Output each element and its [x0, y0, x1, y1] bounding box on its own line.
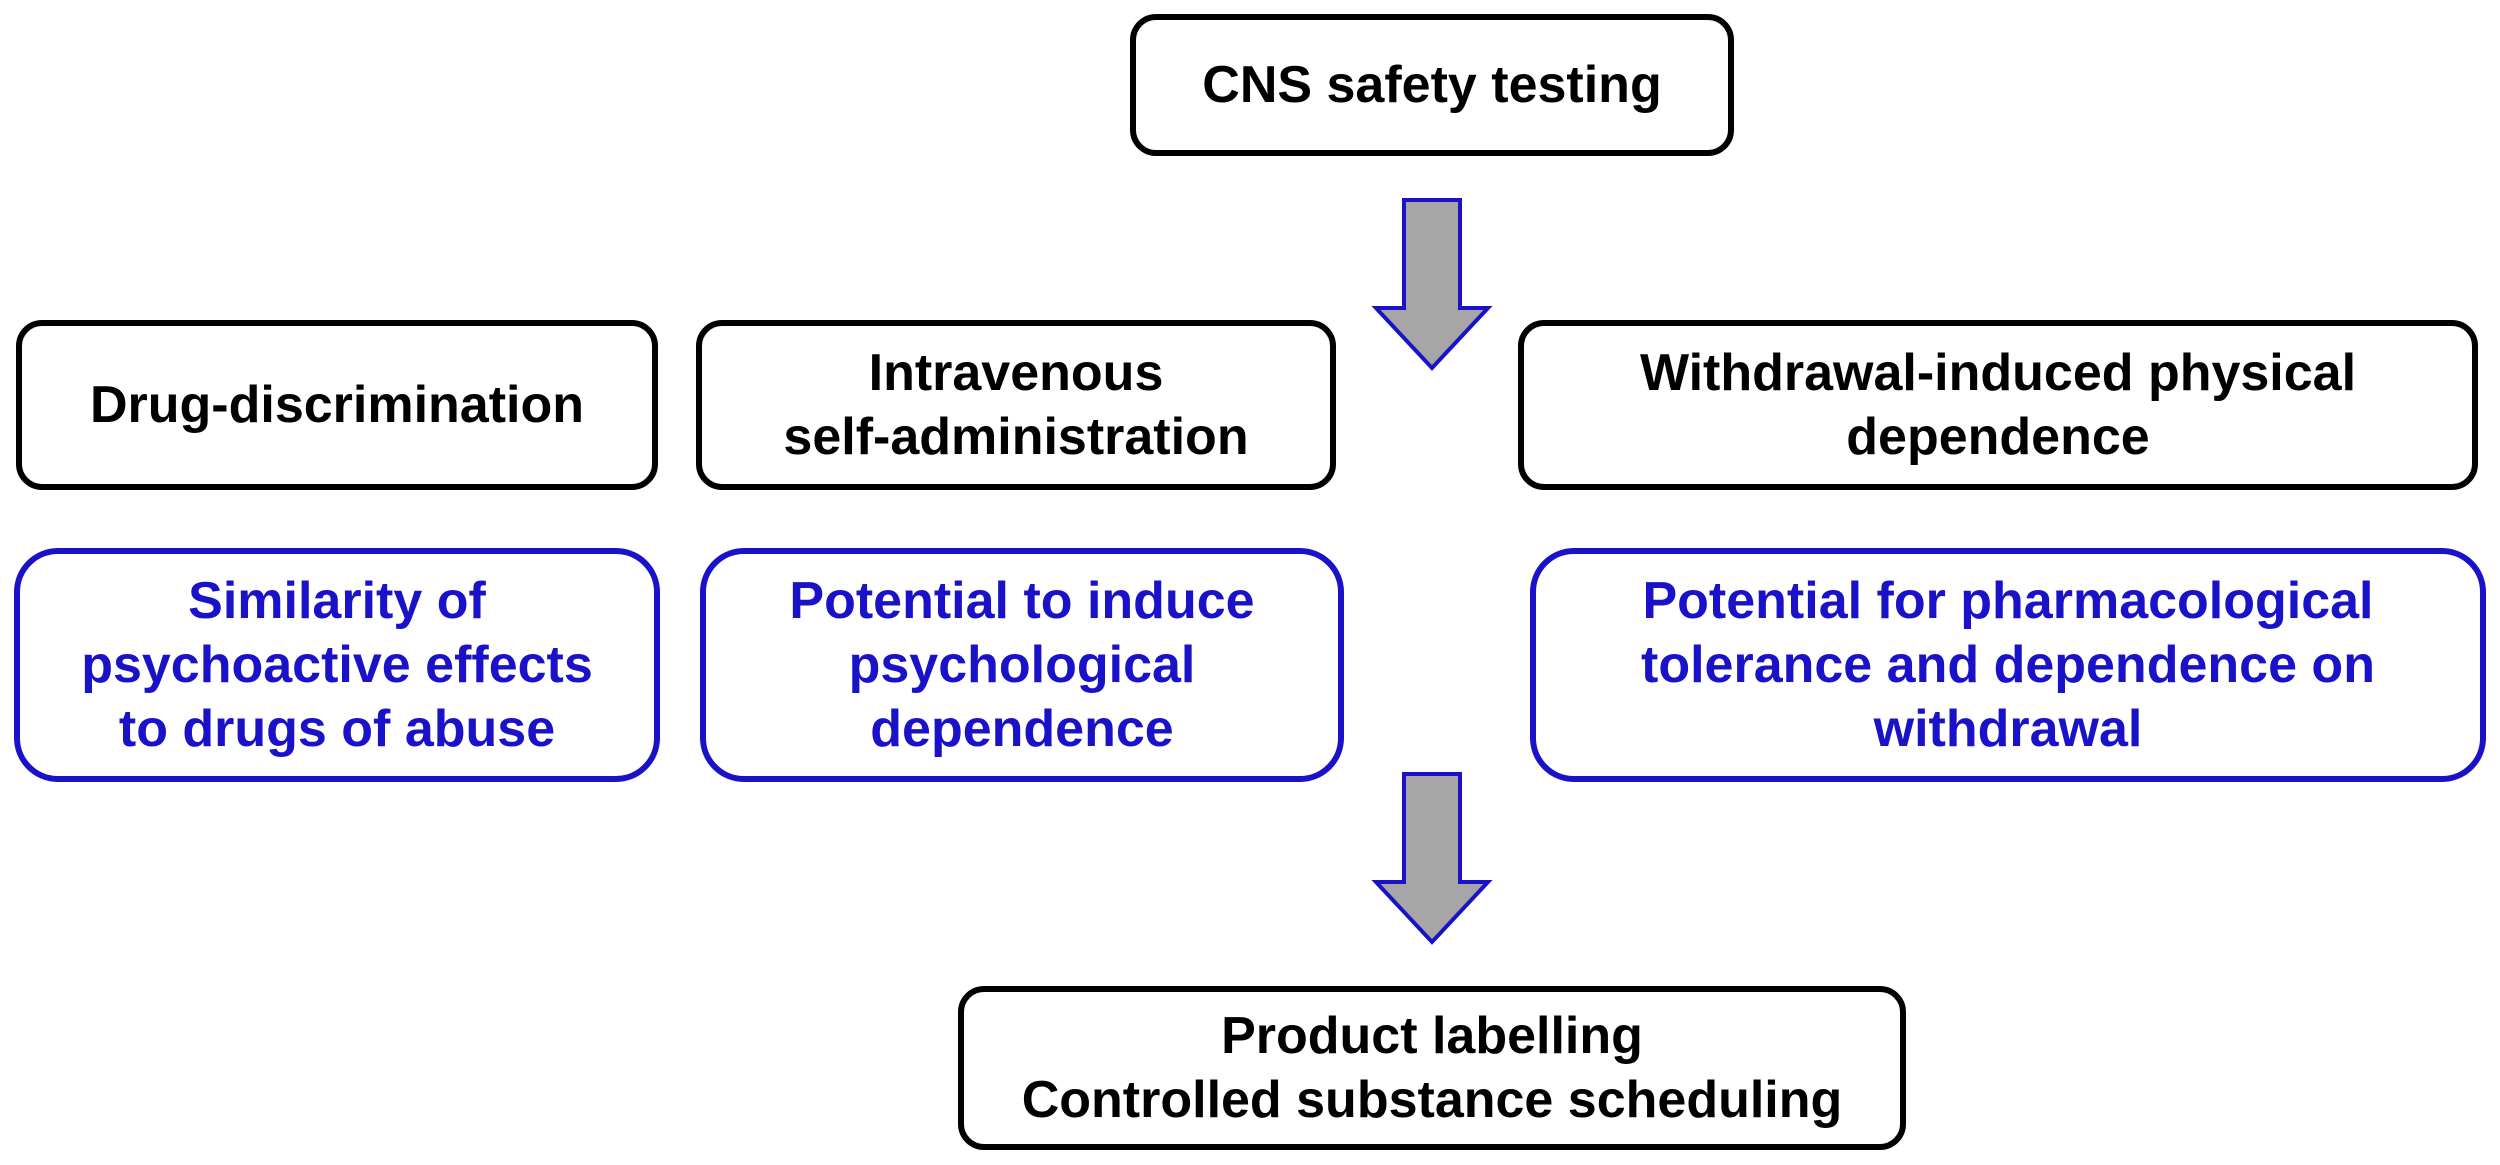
- down-arrow-shape: [1371, 198, 1493, 371]
- test-label-line: self-administration: [783, 408, 1249, 466]
- outcome-label-line: Potential to induce: [789, 572, 1255, 630]
- cns-safety-testing-box: CNS safety testing: [1130, 14, 1734, 156]
- regulatory-outcome-box: Product labelling Controlled substance s…: [958, 986, 1906, 1150]
- test-label-line: Intravenous: [868, 344, 1164, 402]
- outcome-box-similarity-psychoactive-effects: Similarity of psychoactive effects to dr…: [14, 548, 660, 782]
- down-arrow-icon: [1371, 198, 1493, 371]
- test-box-intravenous-self-administration: Intravenous self-administration: [696, 320, 1336, 490]
- outcome-label-line: psychoactive effects: [81, 636, 593, 694]
- outcome-box-pharmacological-tolerance: Potential for pharmacological tolerance …: [1530, 548, 2486, 782]
- test-label-line: dependence: [1846, 408, 2150, 466]
- test-label-line: Drug-discrimination: [89, 376, 585, 434]
- test-box-drug-discrimination: Drug-discrimination: [16, 320, 658, 490]
- regulatory-outcome-line: Product labelling: [1221, 1007, 1643, 1065]
- outcome-label-line: withdrawal: [1873, 700, 2143, 758]
- test-label-line: Withdrawal-induced physical: [1639, 344, 2357, 402]
- test-box-withdrawal-induced-dependence: Withdrawal-induced physical dependence: [1518, 320, 2478, 490]
- outcome-label-line: Similarity of: [188, 572, 486, 630]
- down-arrow-shape: [1371, 772, 1493, 945]
- outcome-label-line: tolerance and dependence on: [1641, 636, 2375, 694]
- regulatory-outcome-line: Controlled substance scheduling: [1021, 1071, 1843, 1129]
- outcome-label-line: psychological: [848, 636, 1196, 694]
- outcome-box-psychological-dependence: Potential to induce psychological depend…: [700, 548, 1344, 782]
- down-arrow-icon: [1371, 772, 1493, 945]
- outcome-label-line: to drugs of abuse: [118, 700, 556, 758]
- cns-safety-testing-label: CNS safety testing: [1202, 56, 1662, 114]
- outcome-label-line: dependence: [870, 700, 1174, 758]
- outcome-label-line: Potential for pharmacological: [1642, 572, 2374, 630]
